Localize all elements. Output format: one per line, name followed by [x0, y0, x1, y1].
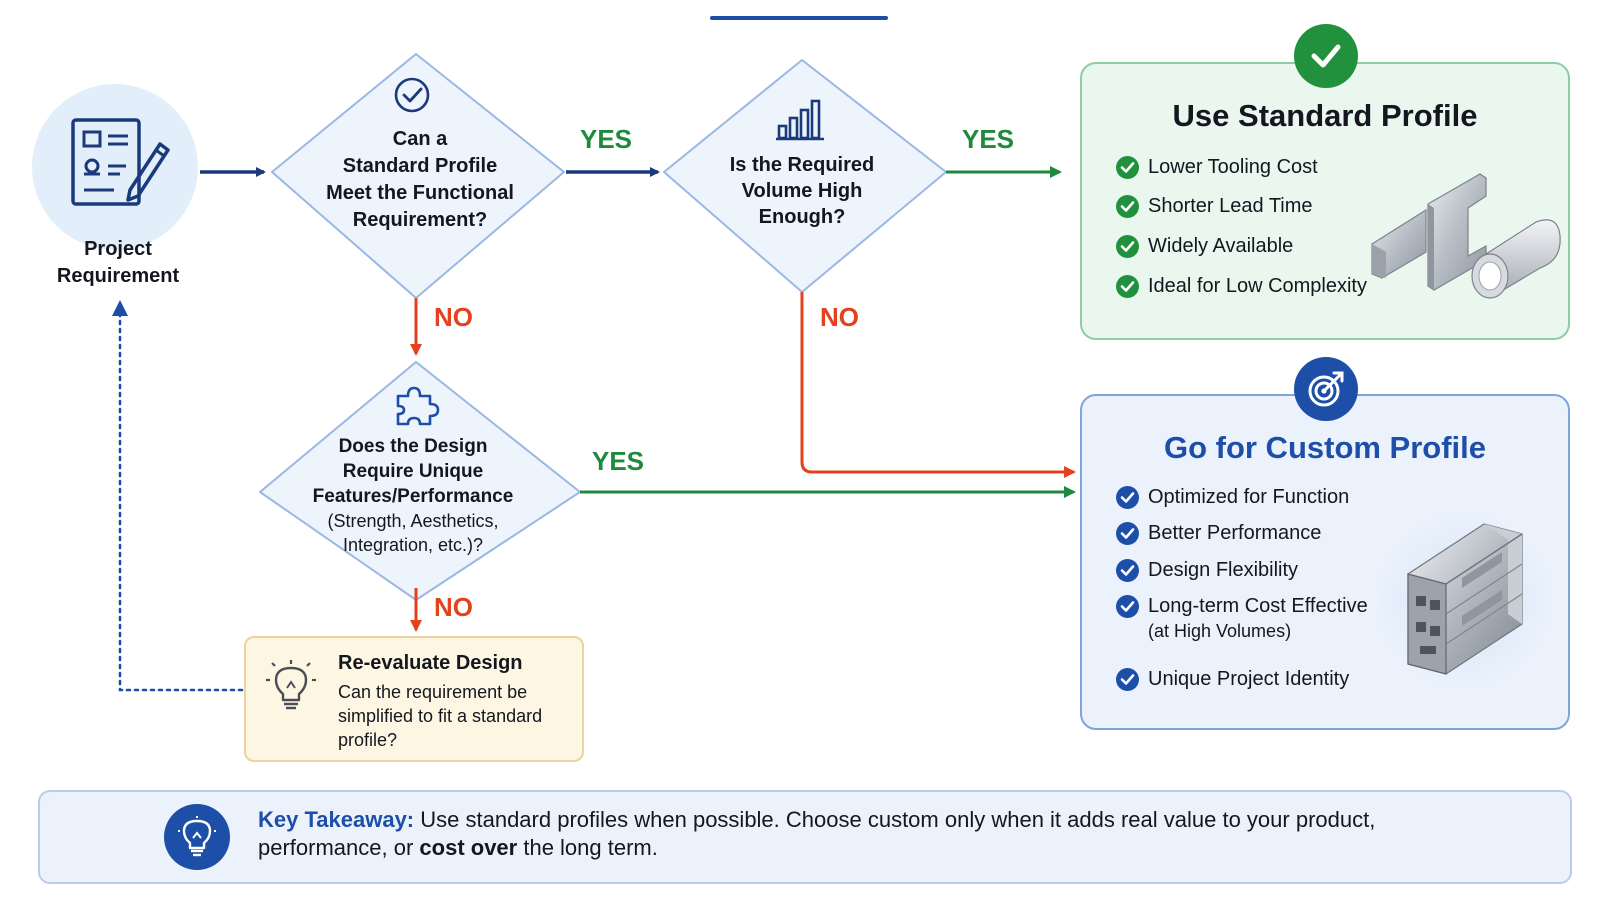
check-icon	[1116, 156, 1139, 179]
standard-badge	[1294, 24, 1358, 88]
decision-text-standard-fit: Can a Standard Profile Meet the Function…	[326, 128, 514, 231]
takeaway-text: Key Takeaway: Use standard profiles when…	[258, 807, 1376, 860]
reevaluate-title: Re-evaluate Design	[338, 652, 523, 674]
standard-aluminum-profiles-icon	[1371, 173, 1561, 300]
check-icon	[1116, 522, 1139, 545]
takeaway-icon-badge	[164, 804, 230, 870]
decision-subtext-unique-features: (Strength, Aesthetics, Integration, etc.…	[327, 511, 499, 555]
check-icon	[1116, 559, 1139, 582]
check-icon	[1116, 235, 1139, 258]
arrow-volume-no	[800, 292, 1076, 478]
reevaluate-box	[244, 636, 584, 762]
label-unique-features-no: NO	[434, 592, 473, 622]
standard-item: Lower Tooling Cost	[1148, 156, 1318, 178]
label-unique-features-yes: YES	[592, 446, 645, 476]
custom-item: Better Performance	[1148, 522, 1322, 544]
standard-item: Widely Available	[1148, 235, 1294, 257]
check-icon	[1116, 668, 1139, 691]
takeaway-emphasis: cost over	[419, 835, 518, 860]
check-icon	[1116, 486, 1139, 509]
custom-item-subtext: (at High Volumes)	[1148, 621, 1292, 641]
check-icon	[1116, 195, 1139, 218]
top-accent-rule	[710, 16, 888, 20]
arrow-feedback-loop	[118, 310, 244, 692]
target-icon	[1308, 371, 1344, 407]
key-takeaway-banner	[38, 790, 1572, 884]
lightbulb-icon	[266, 660, 316, 710]
reevaluate-body: Can the requirement be simplified to fit…	[338, 682, 543, 750]
start-label: Project Requirement	[56, 238, 180, 287]
arrow-feedback-head	[112, 300, 128, 316]
label-volume-no: NO	[820, 302, 859, 332]
requirement-document-icon	[71, 118, 170, 206]
checkmark-icon	[1311, 44, 1341, 68]
custom-panel-title: Go for Custom Profile	[1163, 430, 1487, 465]
label-standard-fit-no: NO	[434, 302, 473, 332]
bar-chart-icon	[776, 99, 824, 141]
standard-panel-title: Use Standard Profile	[1172, 98, 1478, 133]
lightbulb-icon	[178, 816, 216, 857]
check-icon	[1116, 275, 1139, 298]
custom-item: Optimized for Function	[1148, 486, 1350, 508]
standard-item: Ideal for Low Complexity	[1148, 275, 1367, 297]
puzzle-piece-icon	[396, 386, 440, 426]
custom-item: Long-term Cost Effective (at High Volume…	[1148, 595, 1368, 641]
check-icon	[1116, 595, 1139, 618]
label-volume-yes: YES	[962, 124, 1015, 154]
custom-item: Unique Project Identity	[1148, 668, 1350, 690]
standard-item: Shorter Lead Time	[1148, 195, 1313, 217]
custom-item: Design Flexibility	[1148, 559, 1299, 581]
decision-text-unique-features: Does the Design Require Unique Features/…	[288, 434, 538, 557]
check-circle-icon	[394, 77, 430, 113]
decision-text-volume: Is the Required Volume High Enough?	[729, 154, 875, 228]
custom-extrusion-profile-icon	[1374, 510, 1554, 690]
label-standard-fit-yes: YES	[580, 124, 633, 154]
takeaway-label: Key Takeaway:	[258, 807, 415, 832]
